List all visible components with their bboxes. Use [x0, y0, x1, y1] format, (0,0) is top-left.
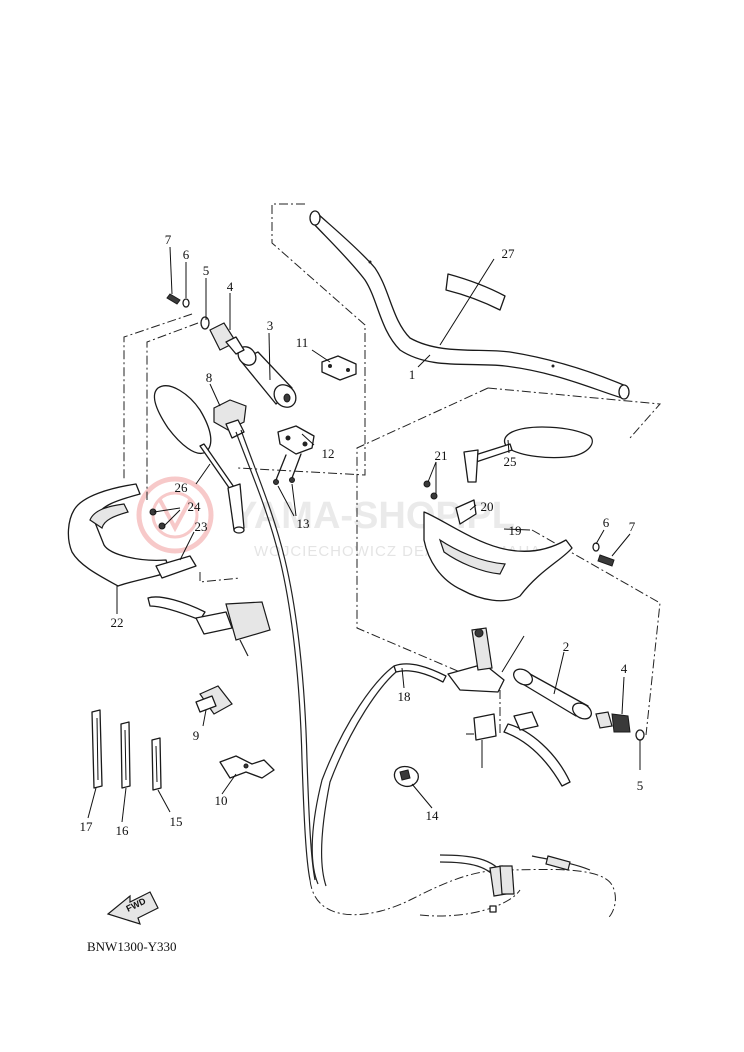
callout-7-right: 7 [629, 519, 636, 534]
callout-6-right: 6 [603, 515, 610, 530]
callout-22: 22 [111, 615, 124, 630]
callout-13: 13 [297, 516, 310, 531]
handlebar-holders [277, 355, 357, 455]
callout-12: 12 [322, 446, 335, 461]
cable-clamp-14 [393, 765, 419, 788]
callout-3: 3 [267, 318, 274, 333]
cable-clamp-9 [195, 685, 233, 715]
callout-23: 23 [195, 519, 208, 534]
callout-6-left: 6 [183, 247, 190, 262]
forward-direction-arrow-icon: FWD [106, 891, 159, 925]
callout-11: 11 [296, 335, 309, 350]
right-hand-guard [423, 480, 573, 602]
callout-27: 27 [502, 246, 516, 261]
callout-4-left: 4 [227, 279, 234, 294]
callout-19: 19 [509, 523, 522, 538]
left-guard-bracket [149, 508, 197, 579]
callout-20: 20 [481, 499, 494, 514]
callout-14: 14 [426, 808, 440, 823]
callout-7-left: 7 [165, 232, 172, 247]
callout-8: 8 [206, 370, 213, 385]
callout-1: 1 [409, 367, 416, 382]
holder-bolts [273, 453, 302, 485]
callout-2: 2 [563, 639, 570, 654]
callout-26: 26 [175, 480, 189, 495]
left-hand-guard [67, 483, 171, 587]
left-grip-assembly [166, 293, 297, 408]
watermark-logo-icon [136, 476, 214, 554]
callout-25: 25 [504, 454, 517, 469]
callout-21: 21 [435, 448, 448, 463]
callout-17: 17 [80, 819, 94, 834]
left-handlebar-switch [213, 399, 316, 881]
callout-4-right: 4 [621, 661, 628, 676]
handlebar [309, 210, 630, 400]
left-lever-assembly [147, 596, 271, 657]
callout-18: 18 [398, 689, 411, 704]
right-mirror [463, 426, 593, 483]
throttle-cable [311, 663, 591, 913]
callout-16: 16 [116, 823, 130, 838]
leader-lines [87, 246, 641, 823]
callouts: 1 2 3 4 4 5 5 6 6 7 7 8 9 10 11 12 13 14… [80, 232, 644, 838]
right-lever-assembly [447, 627, 571, 787]
callout-5-right: 5 [637, 778, 644, 793]
diagram-code: BNW1300-Y330 [87, 939, 177, 954]
callout-15: 15 [170, 814, 183, 829]
left-mirror [153, 385, 245, 534]
handlebar-pad [445, 273, 506, 311]
cable-bands [91, 709, 162, 791]
callout-5-left: 5 [203, 263, 210, 278]
callout-9: 9 [193, 728, 200, 743]
cable-clamp-10 [219, 755, 275, 779]
callout-10: 10 [215, 793, 228, 808]
callout-24: 24 [188, 499, 202, 514]
